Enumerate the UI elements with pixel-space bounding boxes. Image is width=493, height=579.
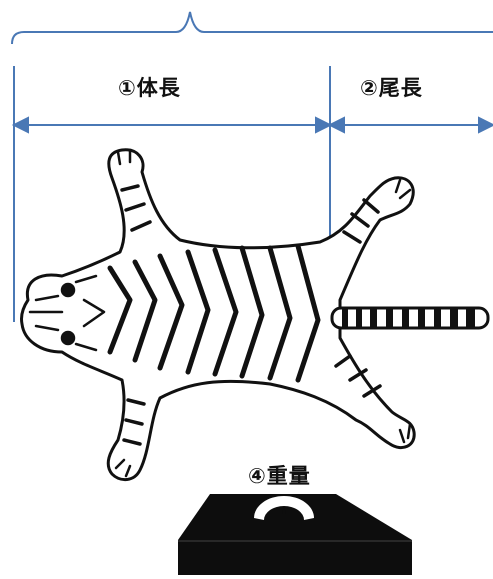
paw-toes [114, 148, 412, 478]
body-stripes [107, 243, 321, 383]
tail-length-label: ②尾長 [360, 76, 423, 100]
overall-length-bracket [11, 11, 493, 45]
tail-stripes [342, 309, 475, 327]
weight-label: ④重量 [248, 464, 311, 488]
body-length-label: ①体長 [118, 76, 181, 100]
tiger-body [20, 148, 416, 481]
body-length-arrow [11, 116, 333, 134]
tiger-tail [330, 306, 490, 330]
tiger-skin-icon [20, 148, 490, 481]
weighing-scale-icon [178, 494, 412, 575]
tail-length-arrow [327, 116, 493, 134]
tiger-head [28, 274, 106, 352]
leg-stripes [120, 184, 382, 446]
scale-dial [254, 496, 314, 520]
